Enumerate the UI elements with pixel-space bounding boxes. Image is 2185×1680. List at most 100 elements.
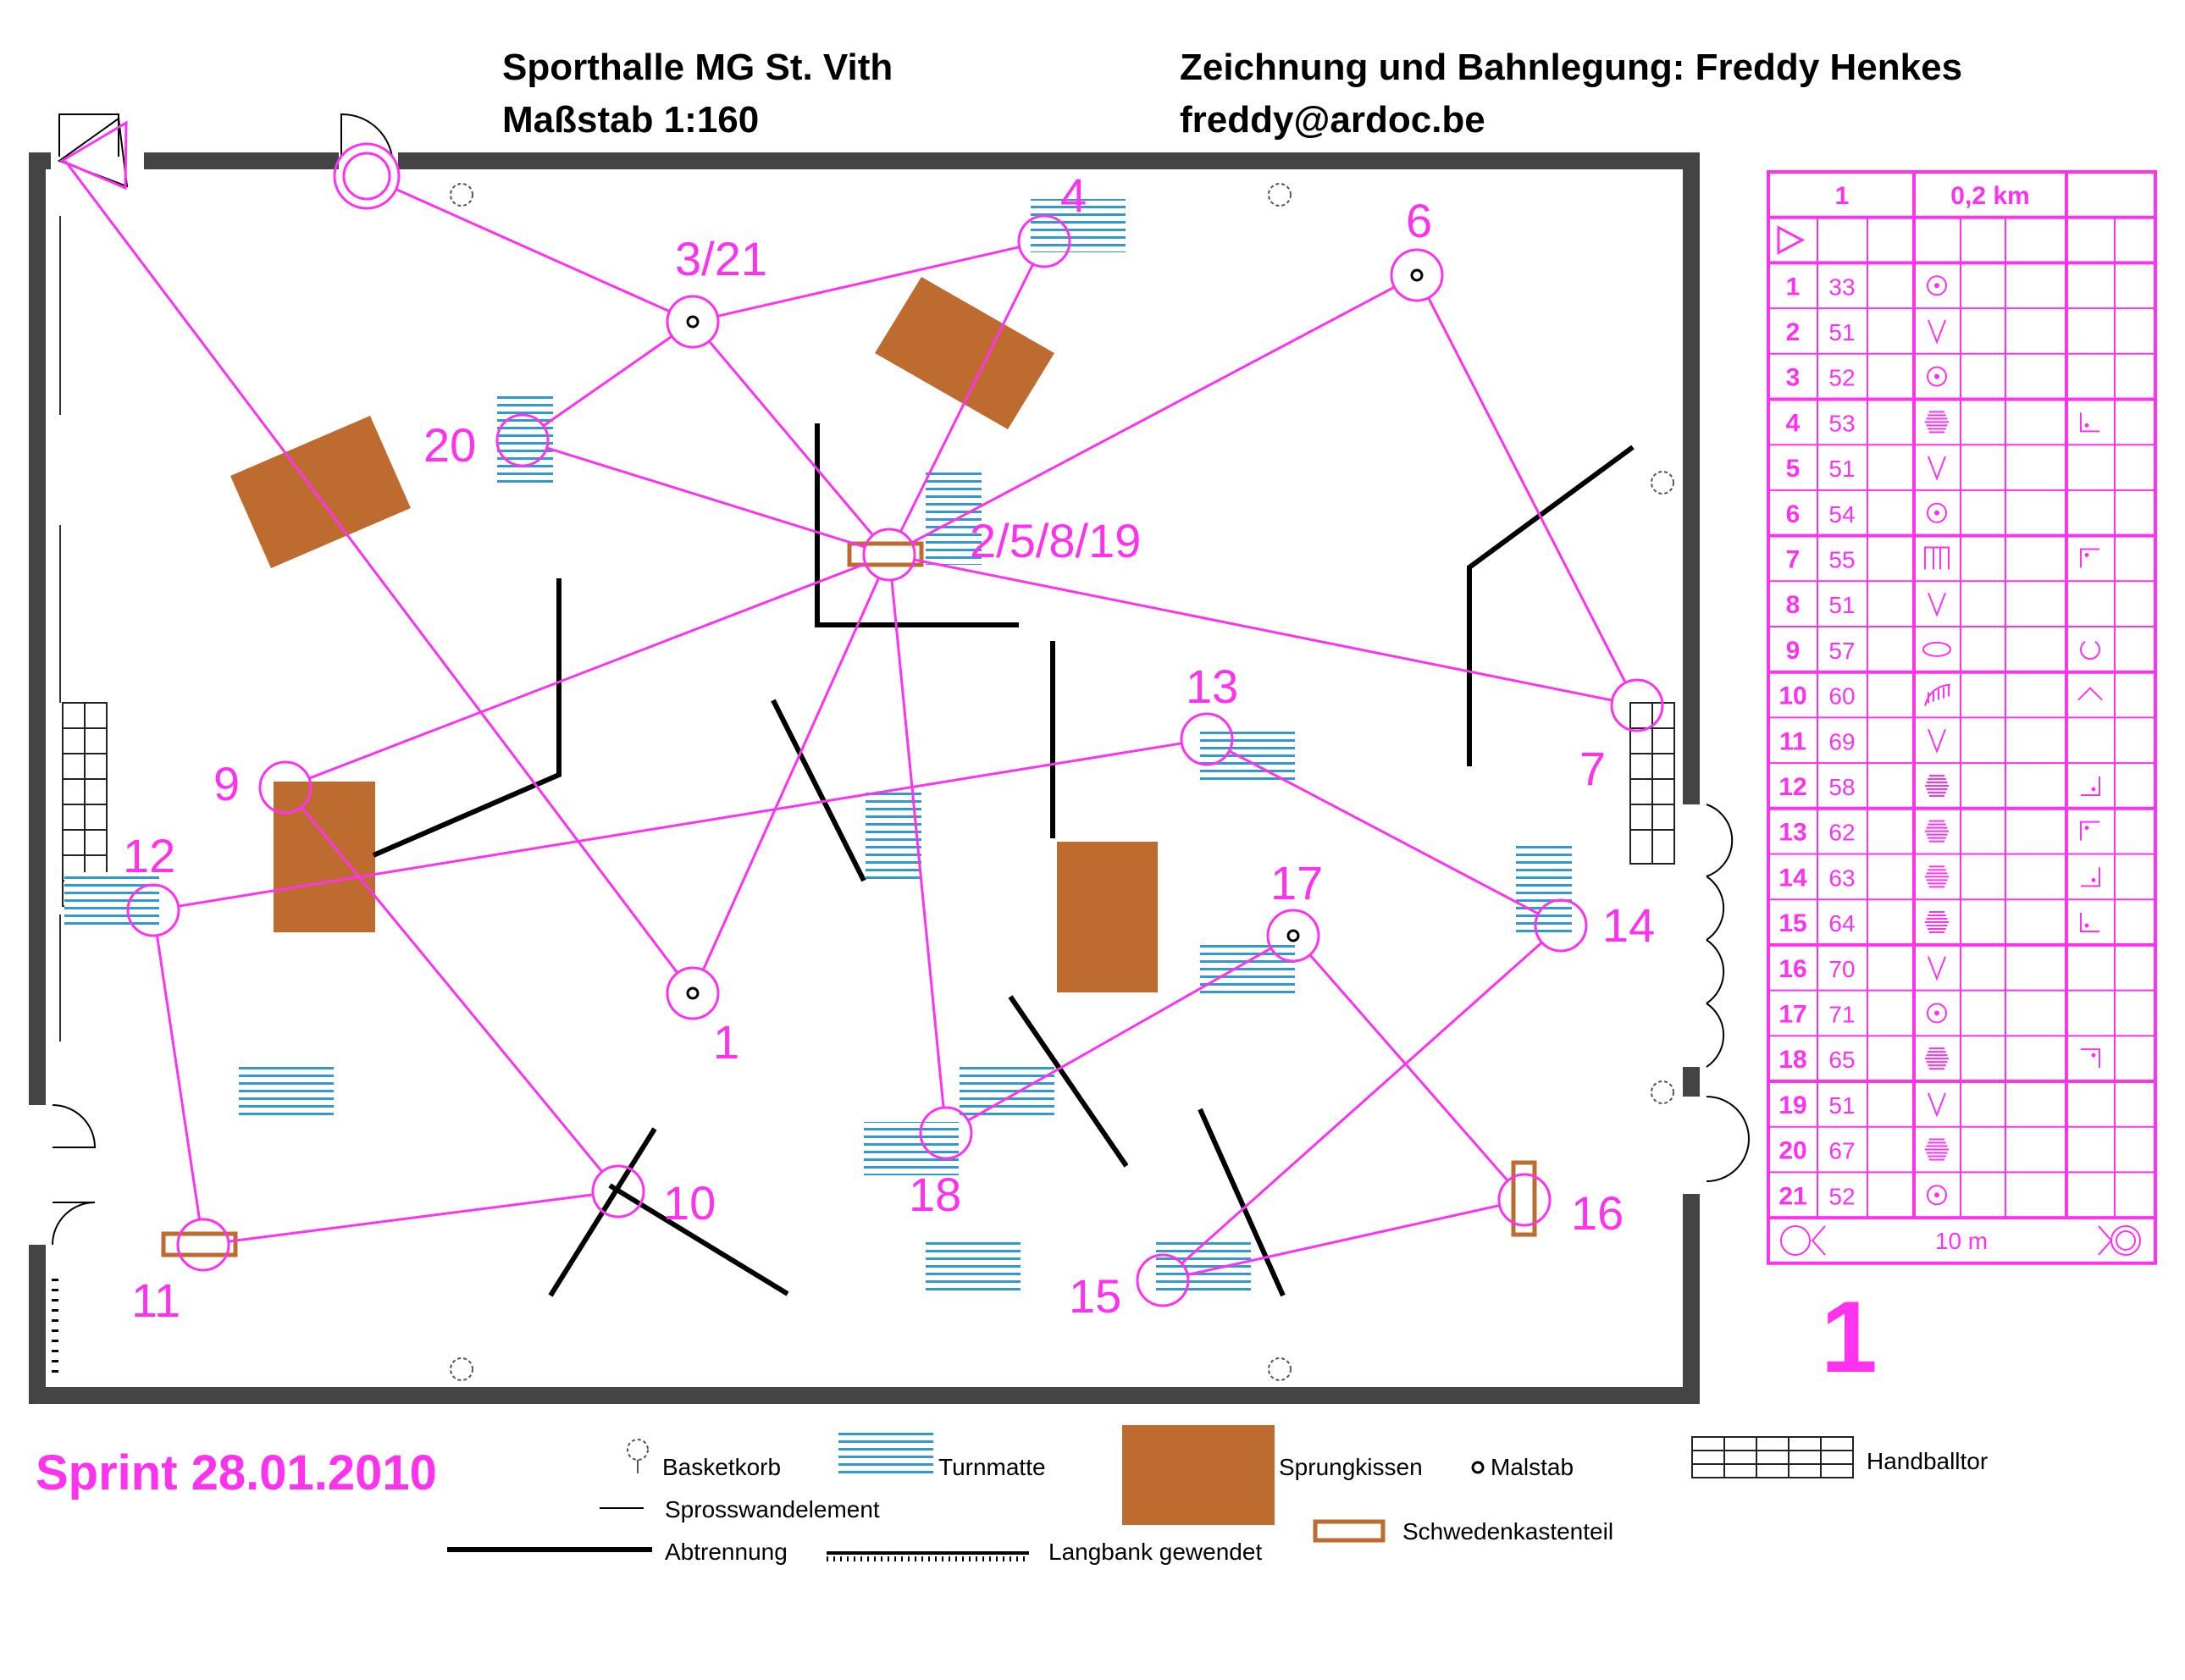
desc-row-code: 62 bbox=[1828, 820, 1855, 846]
legend-handball-icon bbox=[1691, 1436, 1854, 1478]
desc-symbol-icon bbox=[1927, 366, 1947, 387]
desc-row-code: 53 bbox=[1828, 410, 1855, 436]
desc-row-number: 16 bbox=[1778, 955, 1806, 983]
desc-symbol-icon bbox=[1928, 319, 1946, 345]
desc-position-icon bbox=[2080, 641, 2100, 660]
control-circle bbox=[1497, 1173, 1552, 1227]
control-circle bbox=[666, 295, 720, 349]
course-leg bbox=[1187, 1204, 1501, 1276]
control-label: 11 bbox=[131, 1274, 180, 1327]
legend-sprosswandelement: Sprosswandelement bbox=[665, 1496, 880, 1522]
desc-row-number: 2 bbox=[1786, 318, 1801, 346]
desc-row-number: 10 bbox=[1778, 682, 1806, 710]
swedish-box-parts bbox=[161, 541, 1537, 1257]
course-leg bbox=[542, 334, 673, 428]
control-circle bbox=[495, 413, 550, 467]
hall-walls bbox=[29, 144, 1707, 1404]
control-label: 1 bbox=[713, 1015, 739, 1069]
doors bbox=[52, 113, 1750, 1246]
control-label: 7 bbox=[1579, 742, 1606, 795]
course-leg bbox=[300, 806, 604, 1173]
control-circle bbox=[176, 1218, 230, 1272]
desc-row-code: 55 bbox=[1828, 546, 1855, 572]
course-leg bbox=[1427, 297, 1627, 683]
desc-symbol-icon bbox=[1928, 1092, 1946, 1118]
desc-symbol-icon bbox=[1927, 1003, 1947, 1024]
desc-row-number: 11 bbox=[1779, 727, 1806, 755]
desc-row-code: 33 bbox=[1828, 274, 1855, 300]
course-leg bbox=[701, 577, 881, 971]
course-leg bbox=[708, 340, 874, 537]
desc-symbol-icon bbox=[1925, 411, 1949, 434]
desc-row-number: 12 bbox=[1778, 773, 1806, 801]
desc-position-icon bbox=[2080, 412, 2099, 433]
email-text: freddy@ardoc.be bbox=[1180, 99, 1485, 141]
desc-row-number: 17 bbox=[1778, 1000, 1806, 1028]
legend-malstab-icon bbox=[1471, 1461, 1485, 1474]
desc-symbol-icon bbox=[1928, 456, 1946, 481]
desc-row-code: 58 bbox=[1828, 774, 1855, 800]
legend-sprungkissen: Sprungkissen bbox=[1279, 1454, 1423, 1480]
desc-row-code: 63 bbox=[1828, 865, 1855, 891]
course-leg bbox=[890, 579, 945, 1108]
legend-schwedenkastenteil: Schwedenkastenteil bbox=[1402, 1518, 1613, 1545]
legend-turnmatte: Turnmatte bbox=[938, 1454, 1046, 1480]
control-label: 4 bbox=[1060, 169, 1087, 222]
legend-handballtor: Handballtor bbox=[1867, 1448, 1988, 1474]
desc-symbol-icon bbox=[1927, 275, 1947, 296]
desc-row-number: 13 bbox=[1778, 819, 1806, 847]
course-leg bbox=[308, 562, 866, 780]
scale-text: Maßstab 1:160 bbox=[502, 99, 760, 141]
desc-symbol-icon bbox=[1928, 956, 1946, 981]
desc-row-code: 54 bbox=[1828, 501, 1855, 528]
desc-position-icon bbox=[2081, 1048, 2100, 1069]
desc-row-number: 9 bbox=[1786, 637, 1801, 665]
desc-symbol-icon bbox=[1924, 546, 1950, 570]
control-label: 20 bbox=[423, 418, 476, 472]
desc-row-code: 52 bbox=[1828, 365, 1855, 391]
course-leg bbox=[1308, 953, 1509, 1182]
desc-row-number: 6 bbox=[1786, 500, 1801, 528]
desc-row-number: 14 bbox=[1778, 864, 1807, 892]
course-leg bbox=[228, 1193, 594, 1243]
desc-symbol-icon bbox=[1927, 1185, 1947, 1206]
course-leg bbox=[1181, 941, 1543, 1265]
desc-row-number: 18 bbox=[1778, 1046, 1806, 1074]
legend-abtrennung: Abtrennung bbox=[665, 1539, 788, 1565]
course-leg bbox=[155, 935, 202, 1220]
course-legs bbox=[64, 160, 1627, 1276]
desc-row-number: 7 bbox=[1786, 545, 1801, 573]
legend-malstab: Malstab bbox=[1491, 1454, 1574, 1480]
basketball-hoops bbox=[450, 183, 1674, 1381]
malstab-icon bbox=[1286, 929, 1300, 942]
desc-row-number: 4 bbox=[1786, 409, 1801, 437]
legend: Basketkorb Turnmatte Sprungkissen Malsta… bbox=[447, 1425, 1988, 1565]
control-circle bbox=[1180, 712, 1234, 766]
control-circle bbox=[1610, 678, 1664, 732]
legend-mat-icon bbox=[838, 1429, 933, 1478]
benches bbox=[52, 641, 1286, 1380]
legend-cushion-icon bbox=[1122, 1425, 1275, 1525]
desc-symbol-icon bbox=[1925, 865, 1949, 888]
desc-row-code: 70 bbox=[1828, 956, 1855, 982]
desc-symbol-icon bbox=[1925, 911, 1949, 934]
jump-cushions bbox=[230, 277, 1158, 992]
desc-row-number: 1 bbox=[1786, 273, 1801, 301]
desc-row-code: 67 bbox=[1828, 1138, 1855, 1164]
control-label: 18 bbox=[909, 1168, 961, 1221]
desc-symbol-icon bbox=[1924, 683, 1951, 706]
author-text: Zeichnung und Bahnlegung: Freddy Henkes bbox=[1180, 47, 1963, 88]
course-leg bbox=[64, 160, 679, 974]
desc-row-number: 8 bbox=[1786, 591, 1801, 619]
desc-position-icon bbox=[2080, 821, 2099, 841]
control-label: 12 bbox=[123, 829, 175, 882]
desc-finish-distance: 10 m bbox=[1935, 1228, 1988, 1254]
desc-symbol-icon bbox=[1925, 1047, 1949, 1070]
desc-symbol-icon bbox=[1925, 820, 1949, 843]
desc-row-number: 5 bbox=[1786, 455, 1801, 483]
control-circle bbox=[1534, 898, 1588, 953]
control-circle bbox=[1017, 214, 1071, 268]
hall-title: Sporthalle MG St. Vith bbox=[502, 47, 893, 88]
